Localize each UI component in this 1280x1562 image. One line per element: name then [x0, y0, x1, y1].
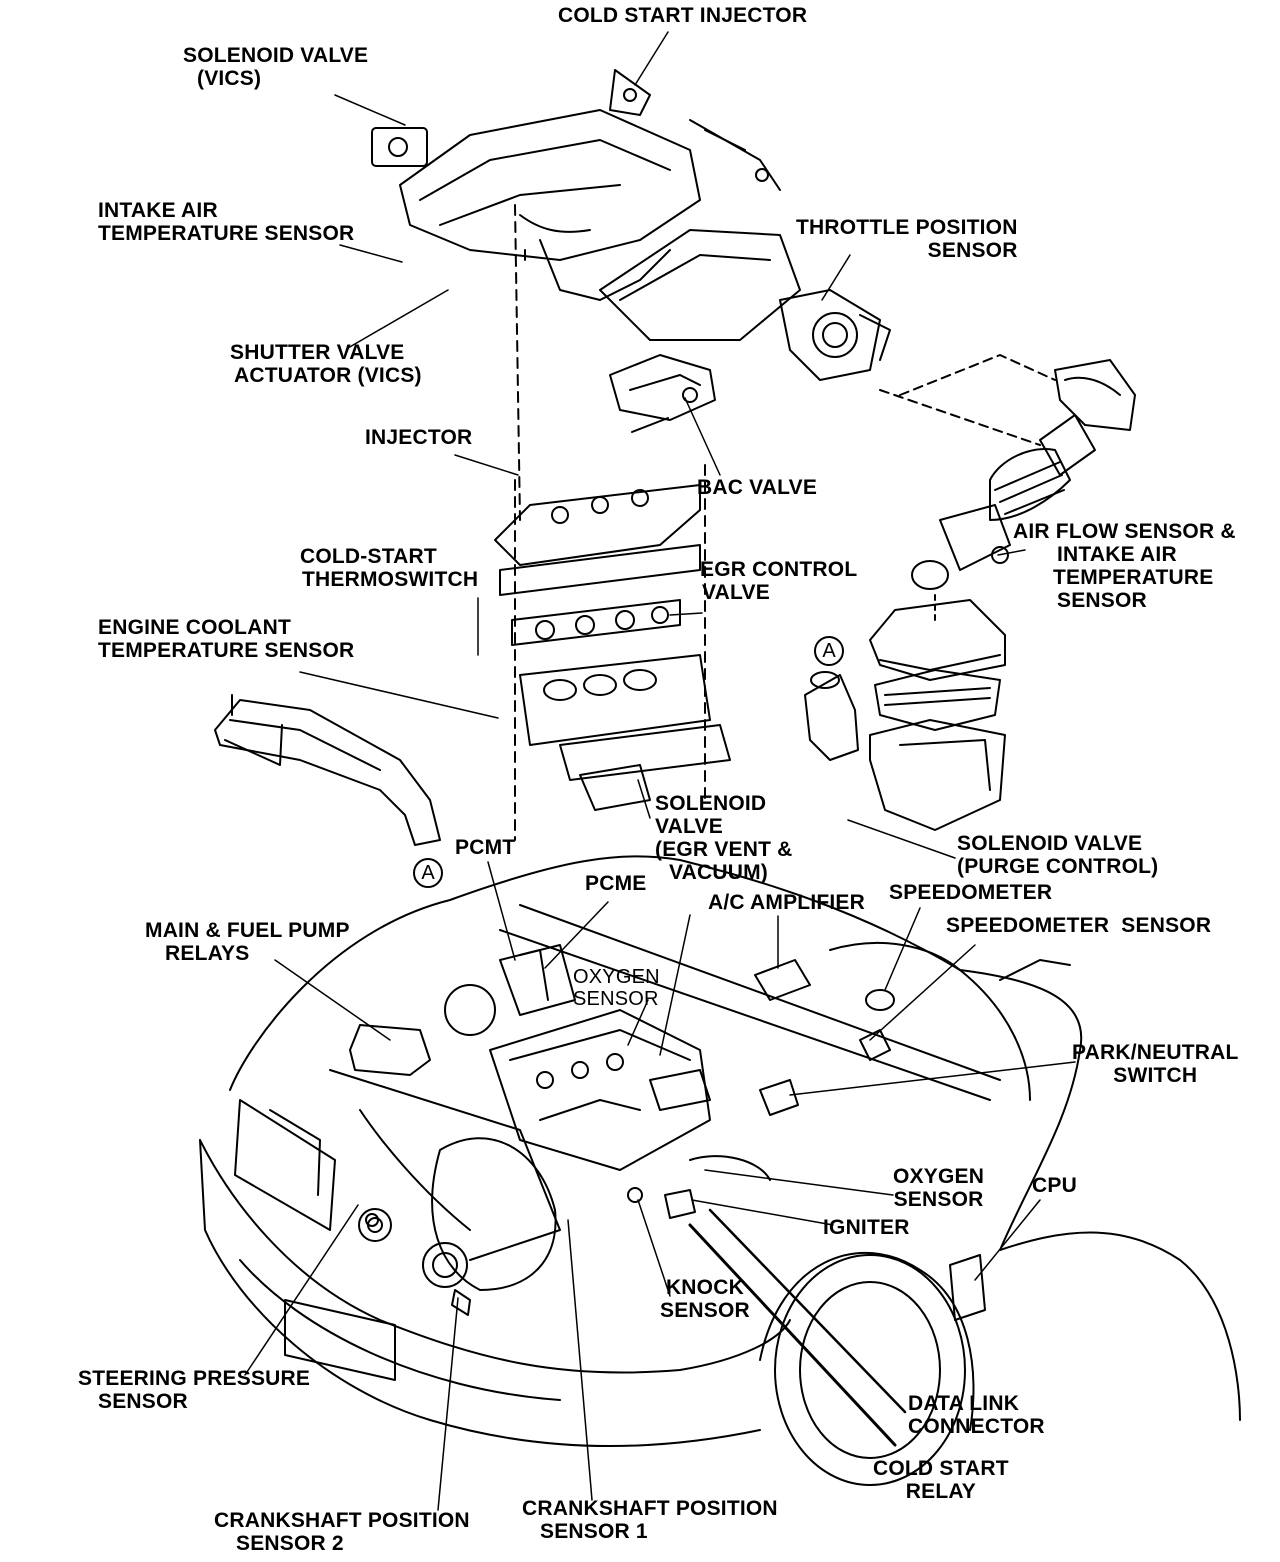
label-solenoid-valve-vics: SOLENOID VALVE (VICS) [183, 44, 369, 90]
label-knock-sensor: KNOCK SENSOR [660, 1276, 750, 1322]
label-engine-coolant-temp-sensor: ENGINE COOLANT TEMPERATURE SENSOR [98, 616, 355, 662]
label-steering-pressure-sensor: STEERING PRESSURE SENSOR [78, 1367, 311, 1413]
label-pcmt: PCMT [455, 836, 516, 859]
car-body-art [199, 855, 1241, 1486]
bac-valve-art [609, 354, 716, 433]
label-bac-valve: BAC VALVE [697, 476, 818, 499]
air-cleaner-art [869, 594, 1006, 831]
label-ac-amplifier: A/C AMPLIFIER [708, 891, 865, 914]
air-intake-duct-art [879, 354, 1136, 590]
label-park-neutral-switch: PARK/NEUTRAL SWITCH [1072, 1041, 1239, 1087]
label-igniter: IGNITER [823, 1216, 910, 1239]
label-data-link-connector: DATA LINK CONNECTOR [908, 1392, 1045, 1438]
label-cold-start-injector: COLD START INJECTOR [558, 4, 808, 27]
label-shutter-valve-actuator: SHUTTER VALVE ACTUATOR (VICS) [230, 341, 422, 387]
throttle-body-art [599, 229, 891, 381]
label-speedometer-sensor: SPEEDOMETER SENSOR [946, 914, 1212, 937]
label-throttle-position-sensor: THROTTLE POSITION SENSOR [796, 216, 1018, 262]
callout-a-upper: A [814, 636, 844, 666]
label-intake-air-temp-sensor: INTAKE AIR TEMPERATURE SENSOR [98, 199, 355, 245]
intake-manifold-art [371, 69, 781, 301]
label-injector: INJECTOR [365, 426, 473, 449]
callout-a-lower: A [413, 858, 443, 888]
intake-elbow-tube-art [214, 694, 441, 846]
label-solenoid-valve-egr: SOLENOID VALVE (EGR VENT & VACUUM) [655, 792, 793, 884]
label-oxygen-sensor-upper: OXYGEN SENSOR [573, 966, 660, 1010]
label-oxygen-sensor-lower: OXYGEN SENSOR [893, 1165, 985, 1211]
label-cold-start-relay: COLD START RELAY [873, 1457, 1009, 1503]
leader-lines [244, 31, 1076, 1511]
label-cpu: CPU [1032, 1174, 1077, 1197]
label-crankshaft-position-sensor-1: CRANKSHAFT POSITION SENSOR 1 [522, 1497, 778, 1543]
label-pcme: PCME [585, 872, 647, 895]
label-air-flow-sensor: AIR FLOW SENSOR & INTAKE AIR TEMPERATURE… [1013, 520, 1236, 612]
label-solenoid-valve-purge: SOLENOID VALVE (PURGE CONTROL) [957, 832, 1159, 878]
label-main-fuel-pump-relays: MAIN & FUEL PUMP RELAYS [145, 919, 350, 965]
label-crankshaft-position-sensor-2: CRANKSHAFT POSITION SENSOR 2 [214, 1509, 470, 1555]
label-speedometer: SPEEDOMETER [889, 881, 1053, 904]
fuel-rail-injector-art [494, 204, 731, 841]
label-cold-start-thermoswitch: COLD-START THERMOSWITCH [300, 545, 479, 591]
label-egr-control-valve: EGR CONTROL VALVE [700, 558, 858, 604]
